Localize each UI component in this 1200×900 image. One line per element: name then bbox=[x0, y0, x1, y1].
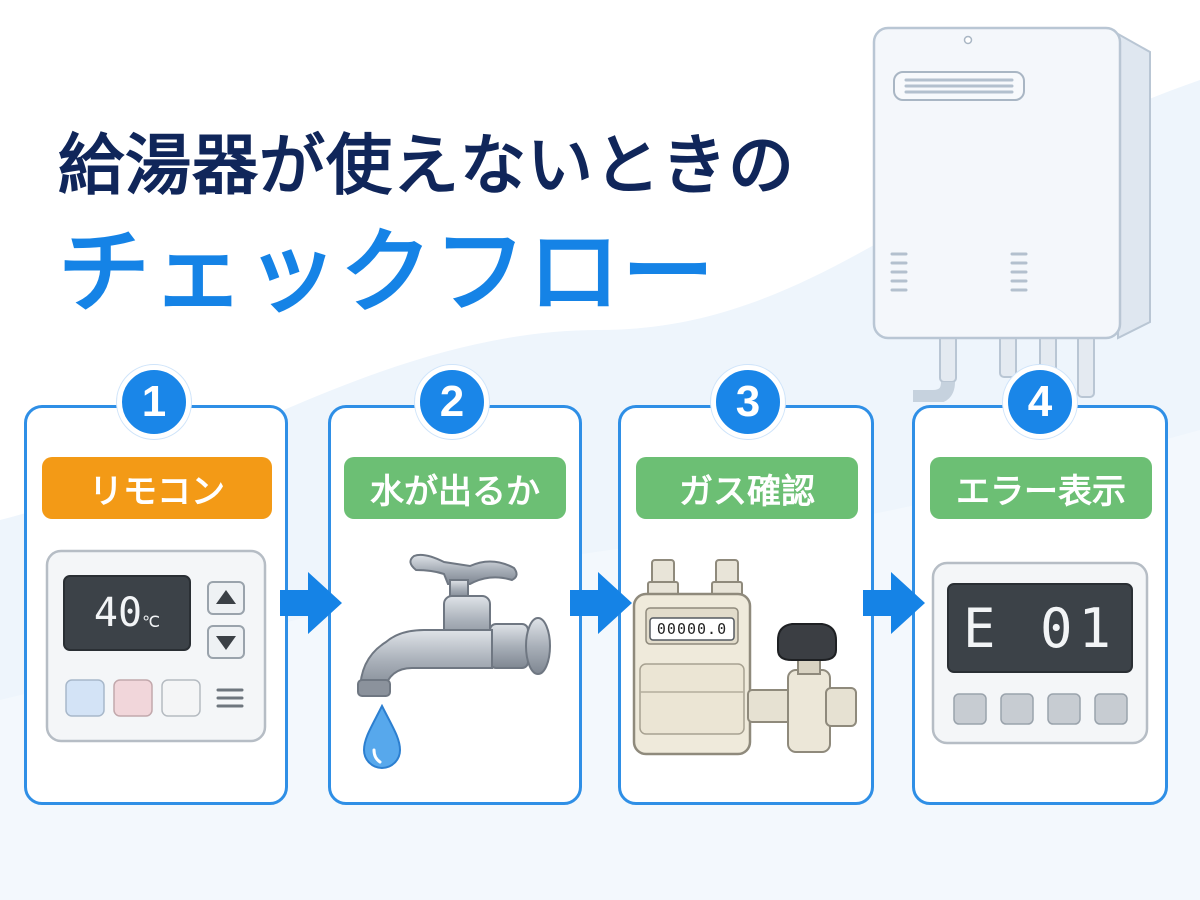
title-line-2: チェックフロー bbox=[58, 219, 717, 326]
step-number-1: 1 bbox=[117, 365, 191, 439]
title-line-1: 給湯器が使えないときの bbox=[58, 127, 795, 204]
error-code: E 01 bbox=[962, 596, 1118, 660]
temperature-value: 40 bbox=[93, 590, 143, 636]
remote-control-icon bbox=[45, 549, 267, 743]
step-number-4: 4 bbox=[1003, 365, 1077, 439]
step-label-1: リモコン bbox=[42, 457, 272, 519]
faucet-icon bbox=[357, 553, 551, 697]
water-drop-icon bbox=[362, 704, 402, 769]
water-heater-icon bbox=[872, 26, 1151, 402]
gas-meter-icon bbox=[632, 559, 857, 756]
temperature-unit: ℃ bbox=[142, 611, 161, 631]
step-label-4: エラー表示 bbox=[930, 457, 1152, 519]
step-number-2: 2 bbox=[415, 365, 489, 439]
step-label-2: 水が出るか bbox=[344, 457, 566, 519]
error-display-icon bbox=[931, 561, 1149, 745]
step-label-3: ガス確認 bbox=[636, 457, 858, 519]
gas-meter-reading: 00000.0 bbox=[656, 620, 728, 638]
right-arrow-icon bbox=[280, 572, 342, 634]
right-arrow-icon bbox=[570, 572, 632, 634]
right-arrow-icon bbox=[863, 572, 925, 634]
step-number-3: 3 bbox=[711, 365, 785, 439]
remote-temperature: 40 ℃ bbox=[64, 576, 190, 650]
